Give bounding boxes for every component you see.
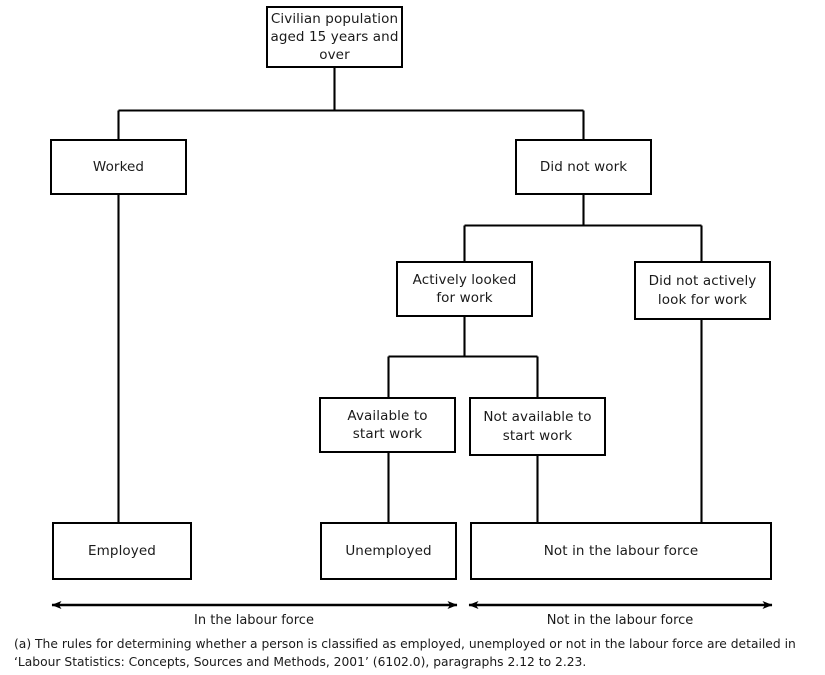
node-employed: Employed — [52, 522, 192, 580]
scope-label-in-the-labour-force: In the labour force — [194, 613, 314, 628]
node-civilian-population: Civilian population aged 15 years and ov… — [266, 6, 403, 68]
node-available-to-start-work: Available to start work — [319, 397, 456, 453]
node-unemployed: Unemployed — [320, 522, 457, 580]
node-not-in-the-labour-force: Not in the labour force — [470, 522, 772, 580]
node-not-available-to-start-work: Not available to start work — [469, 397, 606, 456]
node-actively-looked-for-work: Actively looked for work — [396, 261, 533, 317]
scope-label-not-in-the-labour-force: Not in the labour force — [546, 613, 694, 628]
node-did-not-actively-look-for-work: Did not actively look for work — [634, 261, 771, 320]
node-did-not-work: Did not work — [515, 139, 652, 195]
node-worked: Worked — [50, 139, 187, 195]
footnote-text: (a) The rules for determining whether a … — [14, 637, 796, 669]
